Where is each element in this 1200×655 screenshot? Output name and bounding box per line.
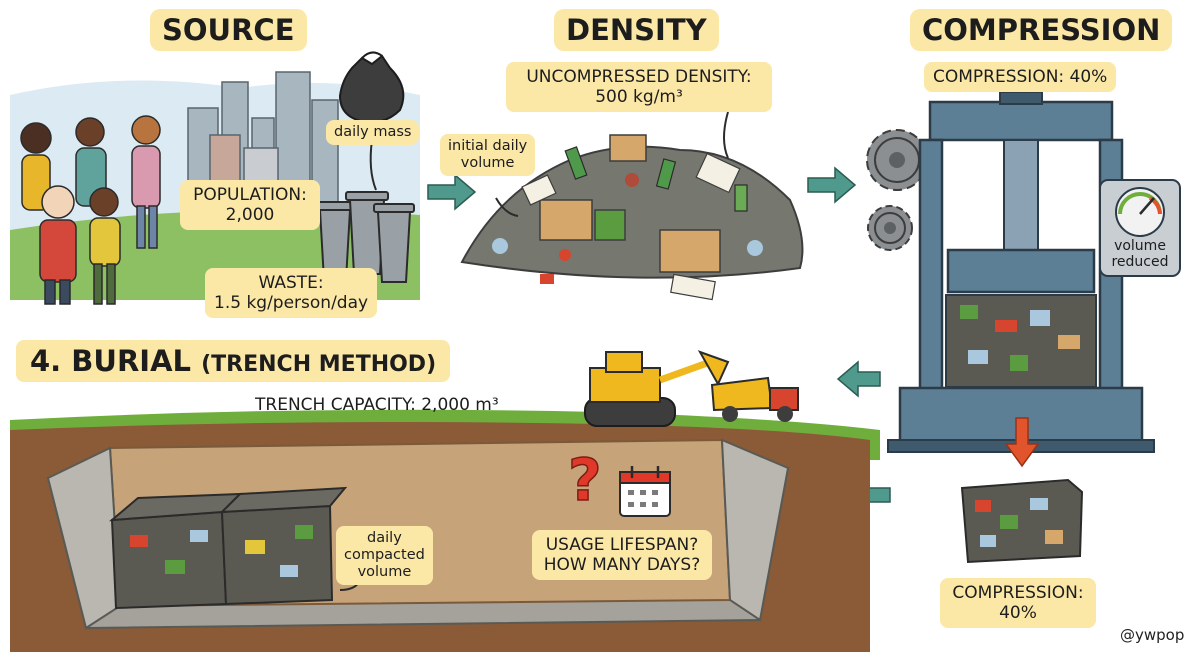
gauge-line2: reduced bbox=[1111, 254, 1169, 271]
population-label: POPULATION: 2,000 bbox=[180, 180, 320, 231]
down-arrow bbox=[1004, 417, 1040, 468]
population-value: 2,000 bbox=[225, 205, 275, 226]
arrow-compression-to-burial bbox=[836, 360, 881, 398]
initial-volume-line1: initial daily bbox=[448, 138, 528, 154]
question-line2: HOW MANY DAYS? bbox=[543, 555, 701, 576]
trash-cans-icon bbox=[315, 191, 415, 283]
author-credit: @ywpop bbox=[1120, 626, 1185, 644]
compression-title: COMPRESSION bbox=[910, 9, 1173, 52]
usage-lifespan-question: USAGE LIFESPAN? HOW MANY DAYS? bbox=[532, 530, 712, 581]
arrow-density-to-compression bbox=[807, 166, 857, 204]
people-group bbox=[20, 115, 161, 305]
dump-truck-icon bbox=[710, 376, 799, 422]
compacted-line1: daily bbox=[367, 530, 402, 546]
compression-bottom-value: 40% bbox=[999, 603, 1037, 624]
gear-small-icon bbox=[867, 205, 913, 251]
compacted-line2: compacted bbox=[344, 547, 425, 564]
density-title: DENSITY bbox=[554, 9, 719, 52]
burial-title-sub: (TRENCH METHOD) bbox=[201, 352, 437, 377]
gauge-line1: volume bbox=[1114, 238, 1166, 254]
bulldozer-icon bbox=[584, 350, 730, 427]
waste-pile-illustration bbox=[460, 111, 804, 301]
hydraulic-press-illustration bbox=[866, 91, 1181, 564]
compression-bottom-text: COMPRESSION: bbox=[952, 583, 1084, 603]
uncompressed-density-text: UNCOMPRESSED DENSITY: bbox=[526, 67, 752, 87]
arrow-source-to-density bbox=[427, 173, 477, 211]
daily-mass-label: daily mass bbox=[326, 120, 420, 146]
source-illustration bbox=[10, 51, 420, 305]
buried-waste-blocks bbox=[109, 486, 348, 610]
compacted-block bbox=[960, 478, 1084, 564]
pressure-gauge-icon bbox=[1099, 179, 1181, 277]
waste-rate-label: WASTE: 1.5 kg/person/day bbox=[205, 268, 378, 319]
uncompressed-density-value: 500 kg/m³ bbox=[595, 87, 683, 108]
trash-bag-icon bbox=[338, 51, 405, 124]
gauge-label: volume reduced bbox=[1100, 238, 1180, 270]
initial-volume-line2: volume bbox=[460, 155, 515, 172]
burial-title-main: 4. BURIAL bbox=[30, 344, 191, 378]
population-label-text: POPULATION: bbox=[193, 185, 307, 205]
gear-icon bbox=[866, 129, 928, 191]
svg-text:?: ? bbox=[568, 446, 602, 514]
question-line1: USAGE LIFESPAN? bbox=[545, 535, 699, 555]
calendar-icon bbox=[619, 466, 671, 517]
trench-capacity-label: TRENCH CAPACITY: 2,000 m³ bbox=[255, 395, 499, 415]
compacted-line3: volume bbox=[357, 564, 412, 581]
daily-compacted-volume-label: daily compacted volume bbox=[336, 526, 433, 586]
question-mark-icon: ? bbox=[567, 445, 602, 515]
burial-title: 4. BURIAL (TRENCH METHOD) bbox=[16, 340, 451, 383]
initial-daily-volume-label: initial daily volume bbox=[440, 134, 536, 177]
waste-rate-value: 1.5 kg/person/day bbox=[214, 293, 369, 314]
waste-label-text: WASTE: bbox=[258, 273, 324, 293]
compression-bottom-label: COMPRESSION: 40% bbox=[940, 578, 1096, 629]
uncompressed-density-label: UNCOMPRESSED DENSITY: 500 kg/m³ bbox=[506, 62, 772, 113]
compression-top-label: COMPRESSION: 40% bbox=[924, 62, 1117, 93]
source-title: SOURCE bbox=[150, 9, 307, 52]
